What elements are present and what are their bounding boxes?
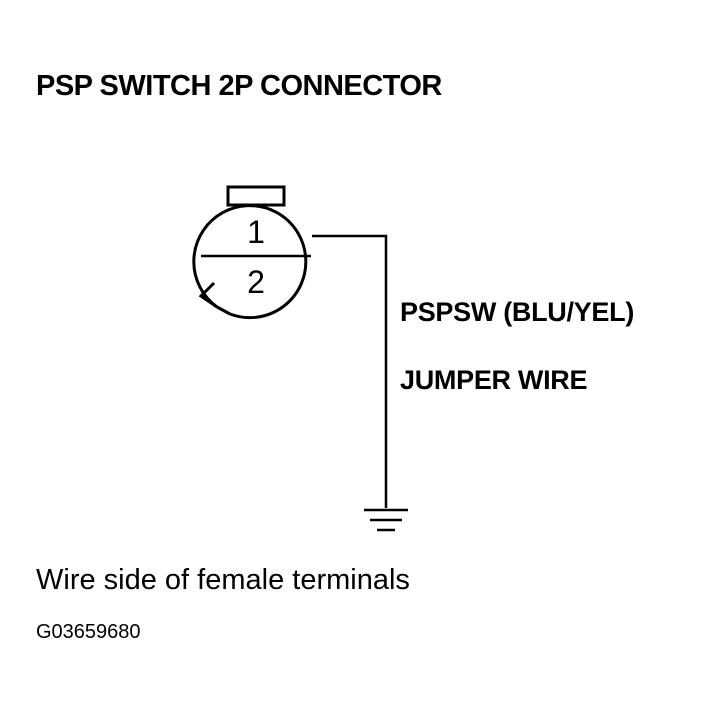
pin-2-number: 2 bbox=[247, 264, 265, 300]
figure-code: G03659680 bbox=[36, 621, 141, 643]
pin-1-number: 1 bbox=[247, 214, 265, 250]
jumper-wire-label: JUMPER WIRE bbox=[400, 365, 588, 395]
connector-key-notch-edge bbox=[216, 305, 231, 316]
view-caption: Wire side of female terminals bbox=[36, 564, 410, 596]
signal-wire-label: PSPSW (BLU/YEL) bbox=[400, 297, 635, 327]
jumper-wire-line bbox=[312, 234, 388, 508]
ground-symbol-icon bbox=[364, 508, 408, 532]
connector-lock-tab bbox=[226, 185, 286, 207]
connector-body bbox=[192, 204, 308, 320]
diagram-title: PSP SWITCH 2P CONNECTOR bbox=[36, 70, 442, 102]
connector-key-notch bbox=[198, 281, 218, 309]
